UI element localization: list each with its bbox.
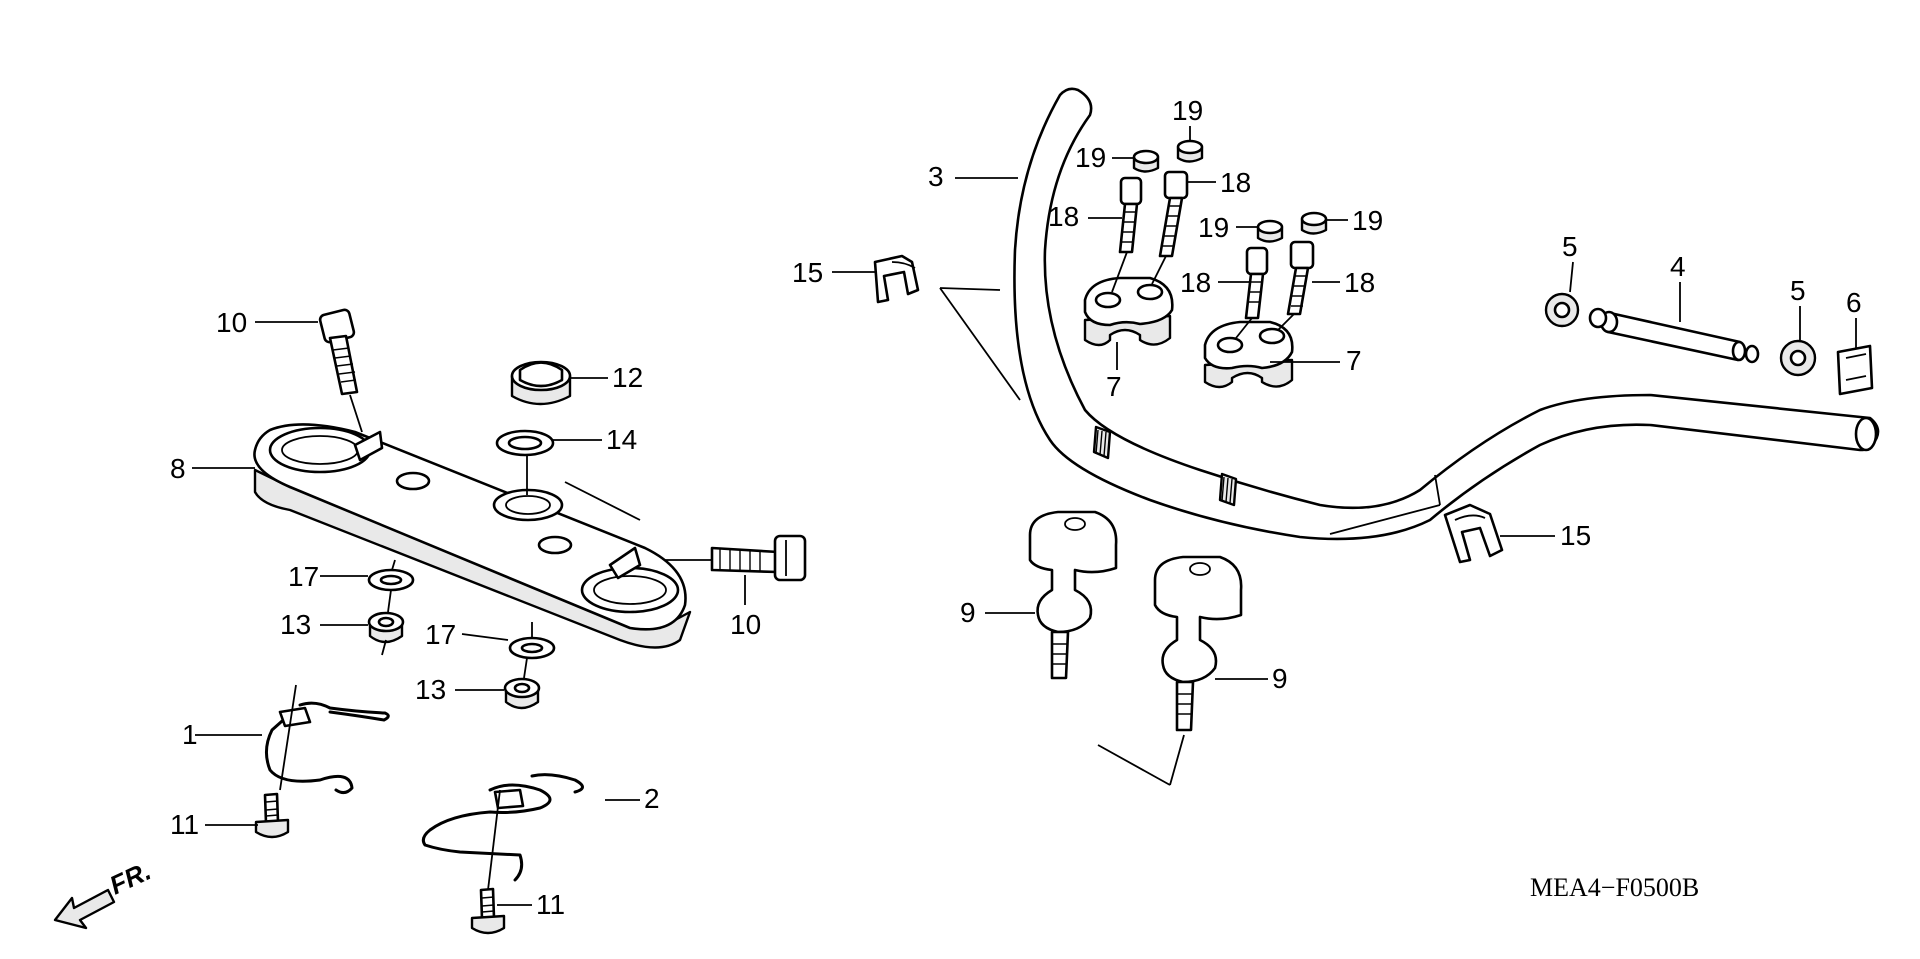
callout-18d: 18 xyxy=(1344,267,1375,298)
nut-part xyxy=(510,360,572,406)
leader-line xyxy=(939,287,1021,401)
reference-line xyxy=(1169,734,1185,786)
lower-holder-part xyxy=(1153,555,1243,732)
reference-line xyxy=(564,481,641,521)
leader-line xyxy=(279,684,297,791)
leader-line xyxy=(1329,504,1441,535)
callout-9b: 9 xyxy=(1272,663,1288,694)
flange-nut-part xyxy=(503,677,541,710)
bar-weight-rod-part xyxy=(1588,307,1760,364)
callout-15b: 15 xyxy=(1560,520,1591,551)
wire-clamp-part xyxy=(265,701,390,795)
upper-holder-part xyxy=(1203,320,1294,389)
callout-12: 12 xyxy=(612,362,643,393)
flange-bolt-part xyxy=(470,887,506,935)
callout-13a: 13 xyxy=(280,609,311,640)
callout-18c: 18 xyxy=(1180,267,1211,298)
leader-line xyxy=(523,657,528,679)
callout-8: 8 xyxy=(170,453,186,484)
bolt-cap-part xyxy=(1132,149,1160,173)
bolt-cap-part xyxy=(1256,219,1284,243)
washer-part xyxy=(508,636,556,660)
callout-2: 2 xyxy=(644,783,660,814)
lower-holder-part xyxy=(1028,510,1118,680)
washer-part xyxy=(495,429,555,457)
callout-17b: 17 xyxy=(425,619,456,650)
bar-end-cap-part xyxy=(1836,344,1874,396)
bolt-cap-part xyxy=(1176,139,1204,163)
callout-3: 3 xyxy=(928,161,944,192)
bolt-cap-part xyxy=(1300,211,1328,235)
callout-19d: 19 xyxy=(1352,205,1383,236)
leader-line xyxy=(349,394,363,433)
leader-line xyxy=(391,559,396,571)
callout-11a: 11 xyxy=(170,809,199,840)
callout-19b: 19 xyxy=(1172,95,1203,126)
rubber-collar-part xyxy=(1544,292,1580,328)
holder-bolt-part xyxy=(1118,176,1143,254)
callout-10b: 10 xyxy=(730,609,761,640)
callout-7b: 7 xyxy=(1346,345,1362,376)
socket-bolt-part xyxy=(318,308,359,396)
callout-19c: 19 xyxy=(1198,212,1229,243)
holder-bolt-part xyxy=(1158,170,1189,258)
front-direction-arrow xyxy=(53,888,116,930)
callout-11b: 11 xyxy=(536,889,565,920)
leader-line xyxy=(381,639,387,656)
callout-6: 6 xyxy=(1846,287,1862,318)
top-bridge-part xyxy=(253,423,692,649)
callout-13b: 13 xyxy=(415,674,446,705)
handlebar-part xyxy=(1013,87,1880,541)
socket-bolt-part xyxy=(710,534,807,582)
wire-clip-part xyxy=(873,254,920,304)
callout-4: 4 xyxy=(1670,251,1686,282)
front-indicator-label: FR. xyxy=(105,856,156,901)
leader-line xyxy=(1434,474,1441,506)
callout-1: 1 xyxy=(182,719,198,750)
callout-18a: 18 xyxy=(1048,201,1079,232)
callout-7a: 7 xyxy=(1106,371,1122,402)
diagram-code: MEA4−F0500B xyxy=(1530,873,1699,902)
leader-line xyxy=(387,589,392,613)
holder-bolt-part xyxy=(1286,240,1315,316)
callout-15a: 15 xyxy=(792,257,823,288)
wire-clip-part xyxy=(1443,503,1504,564)
washer-part xyxy=(367,568,415,592)
leader-line xyxy=(1235,317,1253,339)
callout-9a: 9 xyxy=(960,597,976,628)
callout-5a: 5 xyxy=(1562,231,1578,262)
rubber-collar-part xyxy=(1779,339,1817,377)
wire-clamp-part xyxy=(421,773,584,882)
callout-5b: 5 xyxy=(1790,275,1806,306)
callout-layer: 1 2 3 4 5 5 6 7 7 8 9 9 10 10 11 11 12 xyxy=(170,95,1862,920)
callout-18b: 18 xyxy=(1220,167,1251,198)
callout-17a: 17 xyxy=(288,561,319,592)
flange-nut-part xyxy=(367,611,405,644)
callout-19a: 19 xyxy=(1075,142,1106,173)
callout-14: 14 xyxy=(606,424,637,455)
leader-line xyxy=(487,789,501,891)
leader-line xyxy=(1111,251,1128,293)
flange-bolt-part xyxy=(254,792,290,839)
leader-line xyxy=(1151,255,1167,285)
callout-10a: 10 xyxy=(216,307,247,338)
leader-line xyxy=(1277,313,1295,331)
reference-line xyxy=(1097,744,1171,786)
holder-bolt-part xyxy=(1244,246,1269,320)
leader-line xyxy=(939,287,1001,291)
upper-holder-part xyxy=(1083,276,1174,347)
